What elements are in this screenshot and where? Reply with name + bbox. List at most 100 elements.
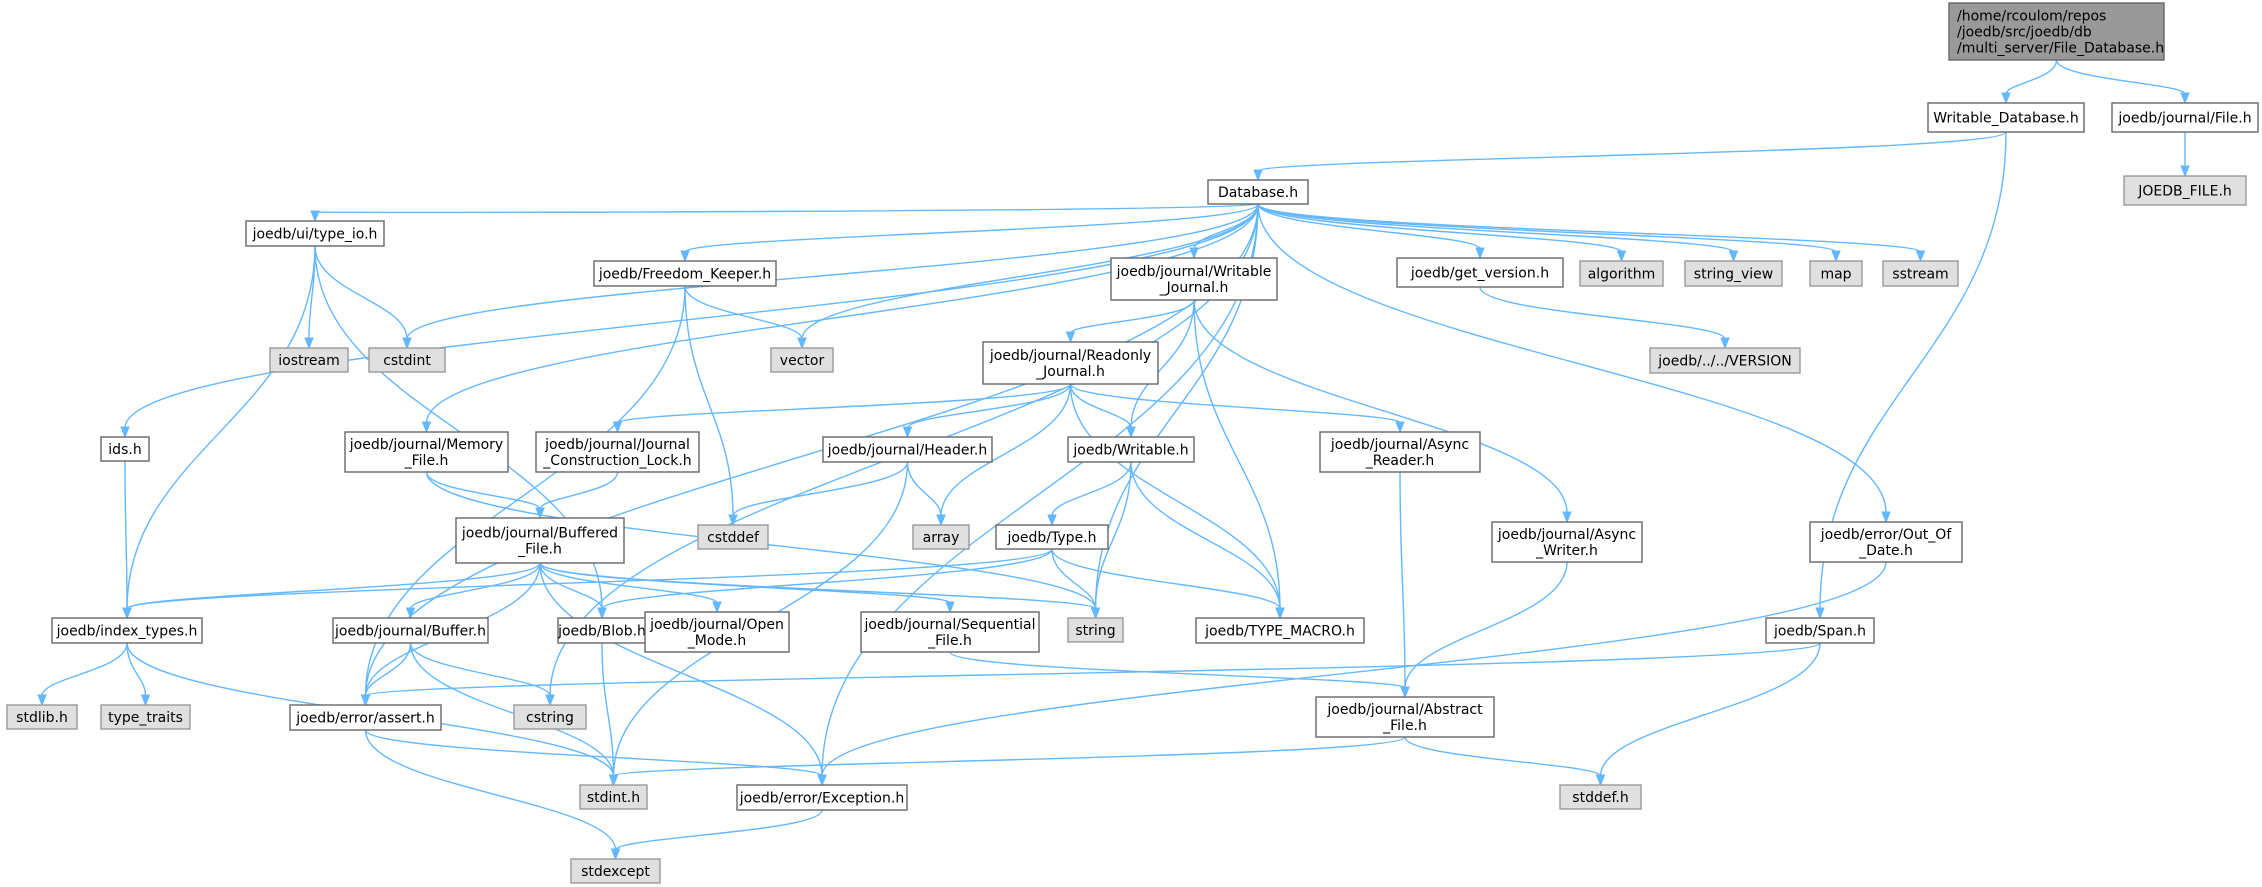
edge-writable_journal-to-async_writer	[1193, 299, 1572, 524]
node-map: map	[1809, 260, 1863, 287]
node-label: stdlib.h	[16, 710, 68, 726]
node-journal-file[interactable]: joedb/journal/File.h	[2111, 102, 2259, 133]
edge-span-to-assert_h	[360, 642, 1821, 707]
node-label: joedb/../../VERSION	[1657, 354, 1791, 370]
node-freedom-keeper[interactable]: joedb/Freedom_Keeper.h	[593, 260, 777, 287]
node-label: algorithm	[1588, 267, 1656, 283]
node-label: joedb/TYPE_MACRO.h	[1204, 624, 1355, 640]
node-stdint: stdint.h	[579, 784, 648, 810]
node-async-writer[interactable]: joedb/journal/Async_Writer.h	[1491, 521, 1643, 563]
node-async-reader[interactable]: joedb/journal/Async_Reader.h	[1319, 431, 1481, 473]
node-out-of-date[interactable]: joedb/error/Out_Of_Date.h	[1809, 521, 1963, 563]
node-ids[interactable]: ids.h	[100, 436, 150, 462]
node-algorithm: algorithm	[1579, 260, 1664, 287]
node-stdlib: stdlib.h	[6, 704, 78, 730]
edge-database-to-algorithm	[1257, 203, 1627, 263]
edge-assert_h-to-exception	[364, 729, 827, 787]
edge-writable-to-type_h	[1047, 461, 1132, 527]
node-label: joedb/get_version.h	[1410, 266, 1549, 282]
node-label: sstream	[1892, 267, 1948, 283]
node-writable-database[interactable]: Writable_Database.h	[1927, 102, 2085, 133]
edge-header-to-array	[906, 461, 946, 527]
edge-freedom_keeper-to-cstddef	[684, 285, 738, 527]
node-assert-h[interactable]: joedb/error/assert.h	[289, 704, 442, 731]
node-get-version[interactable]: joedb/get_version.h	[1396, 257, 1564, 288]
edge-journal_file-to-joedb_file_h	[2180, 131, 2190, 178]
node-construction-lock[interactable]: joedb/journal/Journal_Construction_Lock.…	[535, 431, 700, 473]
node-label: joedb/journal/Memory	[349, 437, 503, 453]
node-root[interactable]: /home/rcoulom/repos/joedb/src/joedb/db/m…	[1948, 2, 2165, 61]
node-label: joedb/journal/Header.h	[827, 443, 987, 459]
edge-type_h-to-blob	[597, 548, 1053, 620]
node-label: _Construction_Lock.h	[542, 453, 691, 469]
node-label: joedb/journal/Abstract	[1326, 702, 1483, 718]
node-buffer[interactable]: joedb/journal/Buffer.h	[332, 617, 489, 644]
node-label: _File.h	[927, 633, 972, 649]
node-readonly-journal[interactable]: joedb/journal/Readonly_Journal.h	[982, 341, 1159, 385]
node-version: joedb/../../VERSION	[1649, 347, 1801, 374]
edge-get_version-to-version	[1479, 286, 1730, 350]
edge-memory_file-to-buffered_file	[425, 471, 545, 520]
node-label: /multi_server/File_Database.h	[1957, 41, 2164, 57]
node-label: type_traits	[108, 710, 183, 726]
node-span[interactable]: joedb/Span.h	[1765, 617, 1875, 644]
node-writable-journal[interactable]: joedb/journal/Writable_Journal.h	[1110, 257, 1278, 301]
node-label: _Journal.h	[1035, 364, 1105, 380]
node-sequential-file[interactable]: joedb/journal/Sequential_File.h	[860, 611, 1040, 653]
node-open-mode[interactable]: joedb/journal/Open_Mode.h	[644, 611, 790, 653]
node-label: joedb/error/assert.h	[295, 711, 435, 727]
edge-writable-to-type_macro	[1130, 461, 1285, 620]
node-writable[interactable]: joedb/Writable.h	[1067, 436, 1195, 463]
node-label: _Date.h	[1858, 543, 1913, 559]
node-label: cstdint	[383, 353, 431, 369]
edge-sequential_file-to-abstract_file	[949, 651, 1410, 699]
node-label: cstddef	[707, 530, 760, 546]
edge-database-to-sstream	[1257, 203, 1926, 263]
node-label: _Reader.h	[1365, 453, 1435, 469]
node-label: joedb/journal/Journal	[544, 437, 690, 453]
node-type-macro[interactable]: joedb/TYPE_MACRO.h	[1195, 617, 1365, 644]
edge-type_io-to-iostream	[304, 245, 316, 350]
node-database[interactable]: Database.h	[1207, 179, 1309, 205]
node-type-io[interactable]: joedb/ui/type_io.h	[245, 220, 385, 247]
edge-root-to-writable_database	[2001, 59, 2058, 105]
edge-readonly_journal-to-async_reader	[1069, 383, 1405, 434]
node-exception[interactable]: joedb/error/Exception.h	[736, 784, 908, 811]
edge-index_types-to-stdlib	[37, 642, 128, 707]
node-label: joedb/journal/Buffer.h	[334, 624, 486, 640]
edge-database-to-out_of_date	[1257, 203, 1891, 524]
node-label: joedb/journal/Sequential	[863, 617, 1035, 633]
edge-database-to-map	[1257, 203, 1841, 263]
edge-database-to-ids	[120, 203, 1259, 439]
edge-buffered_file-to-index_types	[122, 562, 541, 620]
node-label: cstring	[526, 710, 574, 726]
edge-construction_lock-to-buffered_file	[535, 471, 619, 520]
node-label: joedb/journal/Readonly	[989, 348, 1151, 364]
node-type-h[interactable]: joedb/Type.h	[995, 524, 1109, 550]
node-label: joedb/ui/type_io.h	[252, 227, 378, 243]
node-layer: /home/rcoulom/repos/joedb/src/joedb/db/m…	[6, 2, 2259, 884]
node-label: _File.h	[1382, 718, 1427, 734]
edge-type_io-to-cstdint	[314, 245, 412, 350]
node-label: stddef.h	[1572, 790, 1628, 806]
node-memory-file[interactable]: joedb/journal/Memory_File.h	[344, 431, 509, 473]
node-blob[interactable]: joedb/Blob.h	[557, 617, 647, 644]
node-index-types[interactable]: joedb/index_types.h	[51, 617, 203, 644]
node-label: vector	[780, 353, 825, 369]
node-abstract-file[interactable]: joedb/journal/Abstract_File.h	[1315, 696, 1495, 738]
edge-readonly_journal-to-header	[902, 383, 1072, 439]
node-label: _File.h	[517, 542, 562, 558]
node-header[interactable]: joedb/journal/Header.h	[822, 436, 993, 463]
node-stddef: stddef.h	[1559, 784, 1642, 810]
node-label: JOEDB_FILE.h	[2137, 184, 2232, 200]
node-label: map	[1820, 267, 1851, 283]
node-label: _Journal.h	[1159, 280, 1229, 296]
node-label: string_view	[1694, 267, 1773, 283]
edge-abstract_file-to-stdint	[608, 736, 1406, 787]
node-label: joedb/index_types.h	[56, 624, 198, 640]
node-iostream: iostream	[269, 347, 349, 373]
edge-writable_journal-to-readonly_journal	[1065, 299, 1195, 344]
node-buffered-file[interactable]: joedb/journal/Buffered_File.h	[455, 517, 625, 564]
edge-readonly_journal-to-type_macro	[1069, 383, 1285, 620]
